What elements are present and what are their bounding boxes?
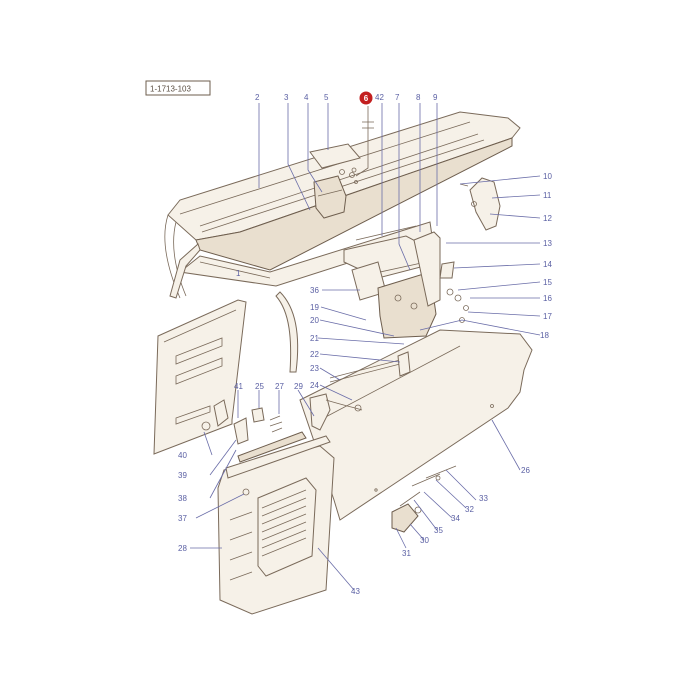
callout-34: 34 [451,514,460,523]
callout-7: 7 [395,93,400,102]
callout-5: 5 [324,93,329,102]
callout-9: 9 [433,93,438,102]
left-hardware-set [201,393,363,445]
callout-8: 8 [416,93,421,102]
latch-hardware-set [374,465,457,533]
callout-25: 25 [255,382,264,391]
reference-code-label: 1-1713-103 [145,80,211,96]
callout-2: 2 [255,93,260,102]
callout-40: 40 [178,451,187,460]
callout-43: 43 [351,587,360,596]
door-hinge-bar [225,431,331,496]
left-door-panel [153,299,247,455]
callout-4: 4 [304,93,309,102]
callout-1: 1 [236,269,241,278]
callout-31: 31 [402,549,411,558]
callout-10: 10 [543,172,552,181]
callout-14: 14 [543,260,552,269]
callout-37: 37 [178,514,187,523]
highlight-number: 6 [364,94,369,103]
cover-plate [309,143,361,219]
callout-19: 19 [310,303,319,312]
callout-17: 17 [543,312,552,321]
callout-32: 32 [465,505,474,514]
connecting-rod [329,351,411,383]
callout-36: 36 [310,286,319,295]
highlight-marker-part-6: 6 [359,91,373,105]
leader-lines [190,103,541,591]
hood-rubber-seal [169,243,299,373]
callout-28: 28 [178,544,187,553]
callout-24: 24 [310,381,319,390]
callout-18: 18 [540,331,549,340]
callout-labels: 2 3 4 5 42 7 8 9 10 11 12 13 14 15 16 17… [178,93,552,596]
callout-26: 26 [521,466,530,475]
callout-20: 20 [310,316,319,325]
callout-27: 27 [275,382,284,391]
callout-39: 39 [178,471,187,480]
callout-11: 11 [543,191,552,200]
callout-29: 29 [294,382,303,391]
hood-top-panel [164,111,521,299]
right-side-panel [299,329,533,521]
callout-42: 42 [375,93,384,102]
callout-33: 33 [479,494,488,503]
callout-38: 38 [178,494,187,503]
callout-23: 23 [310,364,319,373]
callout-13: 13 [543,239,552,248]
callout-3: 3 [284,93,289,102]
callout-41: 41 [234,382,243,391]
callout-30: 30 [420,536,429,545]
callout-12: 12 [543,214,552,223]
callout-35: 35 [434,526,443,535]
front-grille-cap [459,177,501,231]
callout-15: 15 [543,278,552,287]
callout-21: 21 [310,334,319,343]
highlighted-part-6-hardware [349,106,374,178]
reference-code-text: 1-1713-103 [150,85,191,94]
callout-16: 16 [543,294,552,303]
callout-22: 22 [310,350,319,359]
hinge-bracket-assembly [343,225,441,339]
